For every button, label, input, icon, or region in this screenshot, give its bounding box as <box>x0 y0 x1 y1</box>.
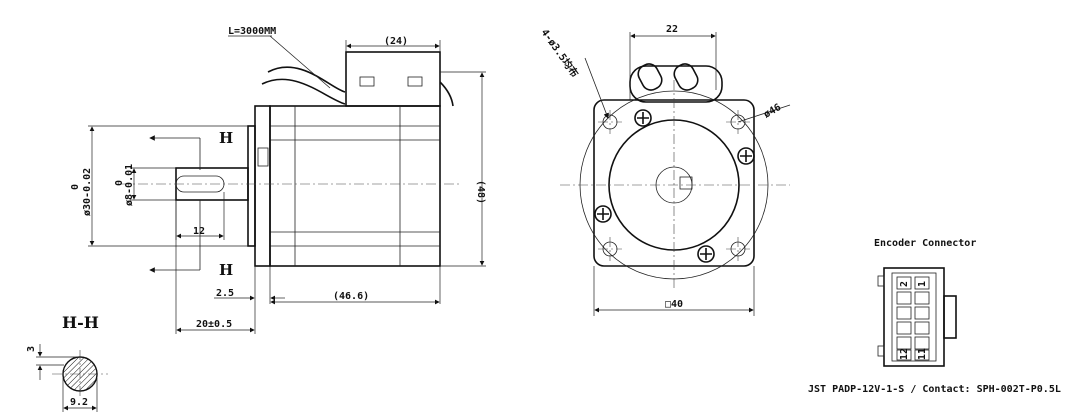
flange <box>254 105 271 267</box>
pin-12-label: 12 <box>899 348 910 360</box>
encoder-connector: Encoder Connector 2 1 12 11 JST PADP-12V… <box>808 238 1061 395</box>
key-length-label: 12 <box>193 226 205 237</box>
pin-2-label: 2 <box>899 281 910 287</box>
cable <box>267 66 346 93</box>
shaft-dia-upper: 0 <box>114 180 125 186</box>
section-title: H-H <box>62 313 99 332</box>
shaft-dia-label: ø8-0.01 <box>124 164 135 206</box>
cable-exit <box>629 65 723 103</box>
motor-body <box>269 105 441 267</box>
connector-note: JST PADP-12V-1-S / Contact: SPH-002T-P0.… <box>808 384 1061 395</box>
bolt-circle-label: ø46 <box>762 102 783 121</box>
connector-width-label: (24) <box>384 36 408 47</box>
screw-right <box>737 147 755 165</box>
section-mark-top: H <box>219 129 233 147</box>
pin-11-label: 11 <box>917 348 928 360</box>
section-view: H-H 3 9.2 <box>26 313 108 412</box>
cable-spacing-label: 22 <box>666 24 678 35</box>
body-length-label: (46.6) <box>333 291 369 302</box>
cable-length-label: L=3000MM <box>228 26 276 37</box>
square-size-label: □40 <box>665 299 683 310</box>
shaft-length-label: 20±0.5 <box>196 319 232 330</box>
pilot-dia-label: ø30-0.02 <box>82 168 93 216</box>
height-label: (48) <box>475 180 486 204</box>
flat-width-label: 9.2 <box>70 397 88 408</box>
screw-top <box>634 109 652 127</box>
pilot-dia-upper: 0 <box>70 184 81 190</box>
front-view: 22 <box>539 24 791 316</box>
flange-thk-label: 2.5 <box>216 288 234 299</box>
screw-left <box>594 205 612 223</box>
side-view: L=3000MM (24) H H <box>70 26 486 334</box>
screw-bottom <box>697 245 715 263</box>
holes-note: 4-ø3.5均布 <box>539 26 582 79</box>
pin-1-label: 1 <box>917 281 928 287</box>
connector-title: Encoder Connector <box>874 238 976 249</box>
connector-body <box>883 267 945 367</box>
flat-depth-label: 3 <box>26 346 37 352</box>
section-mark-bottom: H <box>219 261 233 279</box>
cable-leader <box>269 35 331 89</box>
pilot <box>247 125 256 247</box>
